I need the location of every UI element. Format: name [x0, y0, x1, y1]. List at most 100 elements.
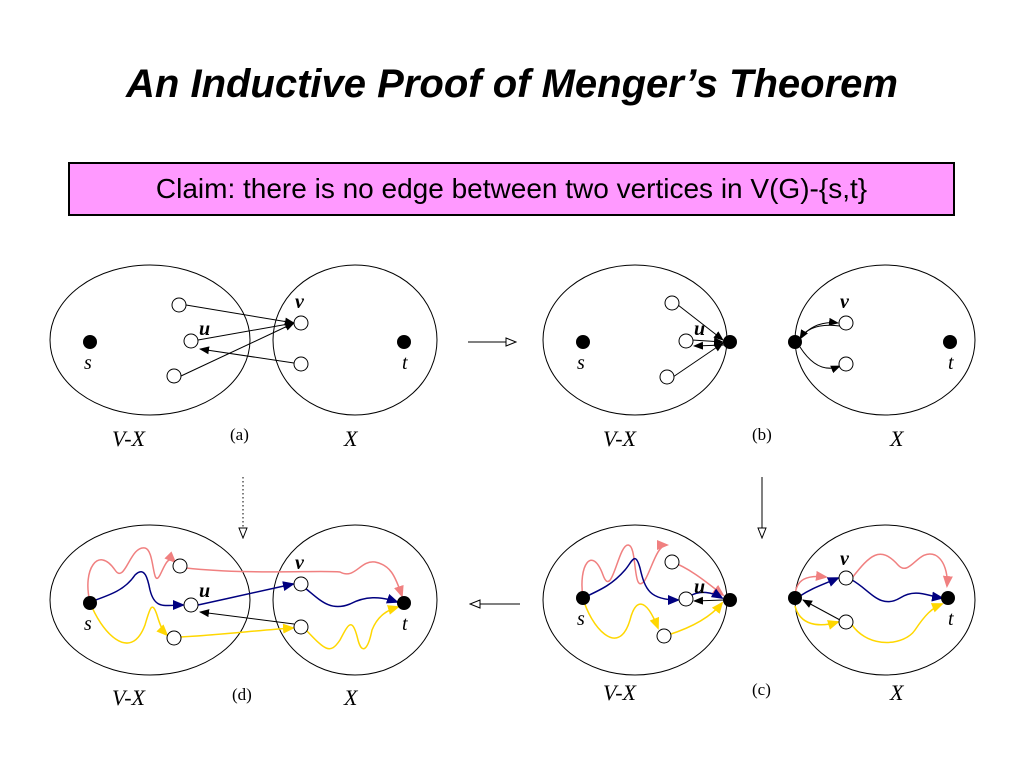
edge [799, 346, 841, 374]
left-set-label: V-X [112, 685, 147, 710]
vertex-v [293, 576, 309, 592]
vertex-v [293, 315, 309, 331]
panel-d: s t u v V-X X (d) [49, 524, 438, 710]
vertex-v [838, 570, 854, 586]
contracted-vertex [723, 335, 737, 349]
edge [799, 324, 841, 340]
vertex [166, 368, 182, 384]
vertex-s [576, 335, 590, 349]
left-set-ellipse [49, 264, 251, 416]
label-u: u [199, 580, 210, 602]
label-t: t [402, 613, 408, 635]
panel-caption: (c) [752, 680, 771, 699]
yellow-path [667, 601, 724, 636]
label-s: s [577, 608, 585, 630]
pink-path [851, 553, 953, 588]
pink-path [185, 561, 404, 598]
vertex-u [678, 333, 694, 349]
vertex [293, 619, 309, 635]
contracted-vertex [788, 335, 802, 349]
vertex-s [83, 335, 97, 349]
edge [672, 342, 724, 378]
panel-caption: (b) [752, 425, 772, 444]
right-set-label: X [889, 426, 905, 451]
label-s: s [84, 613, 92, 635]
edge [199, 609, 295, 625]
contracted-vertex [723, 593, 737, 607]
vertex [166, 630, 182, 646]
right-set-label: X [343, 685, 359, 710]
label-s: s [84, 352, 92, 374]
vertex-s [576, 591, 590, 605]
pink-path [581, 540, 669, 599]
claim-text: Claim: there is no edge between two vert… [155, 173, 868, 204]
yellow-path [582, 597, 659, 639]
vertex [656, 628, 672, 644]
edge [691, 337, 724, 346]
label-u: u [694, 318, 705, 340]
blue-path [689, 588, 724, 600]
label-s: s [577, 352, 585, 374]
blue-path [582, 557, 680, 605]
blue-path [89, 570, 185, 611]
vertex-t [941, 591, 955, 605]
vertex-t [397, 596, 411, 610]
edge [802, 599, 841, 621]
label-v: v [840, 548, 850, 570]
vertex [659, 369, 675, 385]
vertex-u [678, 591, 694, 607]
vertex-t [397, 335, 411, 349]
blue-path [197, 581, 295, 606]
left-set-label: V-X [603, 680, 638, 705]
panel-c: s t u v V-X X (c) [542, 524, 976, 705]
label-t: t [402, 352, 408, 374]
panel-a: s t u v V-X X (a) [49, 264, 438, 451]
yellow-path [179, 623, 295, 638]
edge [199, 346, 295, 364]
label-v: v [840, 291, 850, 313]
yellow-path [305, 605, 400, 650]
vertex [172, 558, 188, 574]
blue-path [799, 577, 840, 597]
edge [693, 596, 725, 605]
vertex [664, 295, 680, 311]
left-set-label: V-X [112, 426, 147, 451]
left-set-label: V-X [603, 426, 638, 451]
panel-b: s t u v V-X X (b) [542, 264, 976, 451]
label-t: t [948, 352, 954, 374]
label-u: u [199, 318, 210, 340]
edge [185, 304, 295, 326]
edge [180, 322, 295, 377]
yellow-path [89, 601, 169, 644]
right-set-ellipse [272, 264, 438, 416]
vertex [171, 297, 187, 313]
vertex [838, 614, 854, 630]
panel-caption: (d) [232, 685, 252, 704]
edge [677, 304, 724, 341]
blue-path [851, 579, 944, 603]
left-set-ellipse [49, 524, 251, 676]
vertex-u [183, 597, 199, 613]
right-set-ellipse [272, 524, 438, 676]
vertex [293, 356, 309, 372]
vertex-v [838, 315, 854, 331]
right-set-label: X [343, 426, 359, 451]
contracted-vertex [788, 591, 802, 605]
slide-title: An Inductive Proof of Menger’s Theorem [126, 62, 898, 106]
left-set-ellipse [542, 524, 728, 676]
panel-caption: (a) [230, 425, 249, 444]
label-v: v [295, 291, 305, 313]
blue-path [304, 587, 399, 608]
yellow-path [794, 605, 840, 630]
claim-box: Claim: there is no edge between two vert… [68, 162, 955, 216]
vertex [838, 356, 854, 372]
vertex-s [83, 596, 97, 610]
right-set-label: X [889, 680, 905, 705]
label-t: t [948, 608, 954, 630]
vertex-t [943, 335, 957, 349]
label-u: u [694, 576, 705, 598]
pink-path [87, 547, 177, 603]
edge [197, 320, 295, 341]
label-v: v [295, 552, 305, 574]
